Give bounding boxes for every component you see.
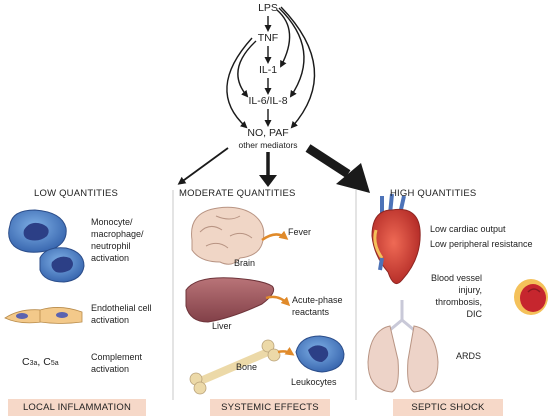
peripheral-resistance-label: Low peripheral resistance (430, 239, 533, 249)
arrow-to-low (177, 147, 229, 185)
brain-illustration (191, 206, 289, 265)
vessel-label-line4: DIC (466, 309, 483, 319)
arrow-lps-il6 (278, 7, 305, 98)
liver-illustration (185, 277, 291, 323)
endothelial-label-line1: Endothelial cell (91, 303, 152, 313)
ards-label: ARDS (456, 351, 482, 361)
fever-label: Fever (288, 227, 312, 237)
high-quantities-heading: HIGH QUANTITIES (390, 188, 477, 199)
acute-phase-label-line2: reactants (292, 307, 330, 317)
leukocytes-label: Leukocytes (291, 377, 337, 387)
local-inflammation-footer: LOCAL INFLAMMATION (8, 399, 146, 416)
bone-illustration (189, 339, 295, 395)
other-mediators-label: other mediators (238, 140, 298, 150)
liver-label: Liver (212, 321, 232, 331)
endothelial-cells-illustration (4, 307, 83, 324)
il1-label: IL-1 (258, 64, 278, 76)
vessel-label-line1: Blood vessel (430, 273, 482, 283)
arrow-tnf-no (226, 37, 253, 129)
low-quantities-heading: LOW QUANTITIES (34, 188, 119, 199)
cardiac-output-label: Low cardiac output (430, 224, 506, 234)
lps-label: LPS (258, 2, 278, 14)
arrow-to-high (305, 144, 351, 178)
acute-phase-label-line1: Acute-phase (292, 295, 343, 305)
monocyte-label-line2: macrophage/ (91, 229, 144, 239)
heart-illustration (371, 193, 421, 285)
vessel-label-line2: injury, (458, 285, 482, 295)
arrow-lps-il1 (276, 9, 291, 68)
vessel-illustration (514, 279, 548, 315)
vessel-label-line3: thrombosis, (435, 297, 482, 307)
il6-il8-label: IL-6/IL-8 (248, 95, 288, 107)
lungs-illustration (367, 300, 439, 393)
leukocytes-illustration (295, 335, 345, 373)
monocyte-label-line4: activation (91, 253, 130, 263)
monocyte-label-line1: Monocyte/ (91, 217, 133, 227)
septic-shock-footer: SEPTIC SHOCK (393, 399, 503, 416)
moderate-quantities-heading: MODERATE QUANTITIES (179, 188, 296, 199)
tnf-label: TNF (257, 32, 279, 44)
complement-label-line1: Complement (91, 352, 143, 362)
systemic-effects-footer: SYSTEMIC EFFECTS (210, 399, 330, 416)
arrow-to-moderate-head (259, 175, 277, 187)
no-paf-label: NO, PAF (247, 127, 289, 139)
arrow-lps-no (280, 6, 316, 129)
bone-label: Bone (236, 362, 258, 372)
arrow-to-high-head (336, 163, 370, 193)
brain-label: Brain (234, 258, 256, 268)
complement-symbols: C3a, C5a (22, 356, 59, 368)
cascade-arrows (226, 6, 316, 129)
monocyte-cells-illustration (8, 209, 85, 283)
complement-label-line2: activation (91, 364, 130, 374)
endothelial-label-line2: activation (91, 315, 130, 325)
arrow-tnf-il6 (237, 40, 257, 98)
monocyte-label-line3: neutrophil (91, 241, 131, 251)
